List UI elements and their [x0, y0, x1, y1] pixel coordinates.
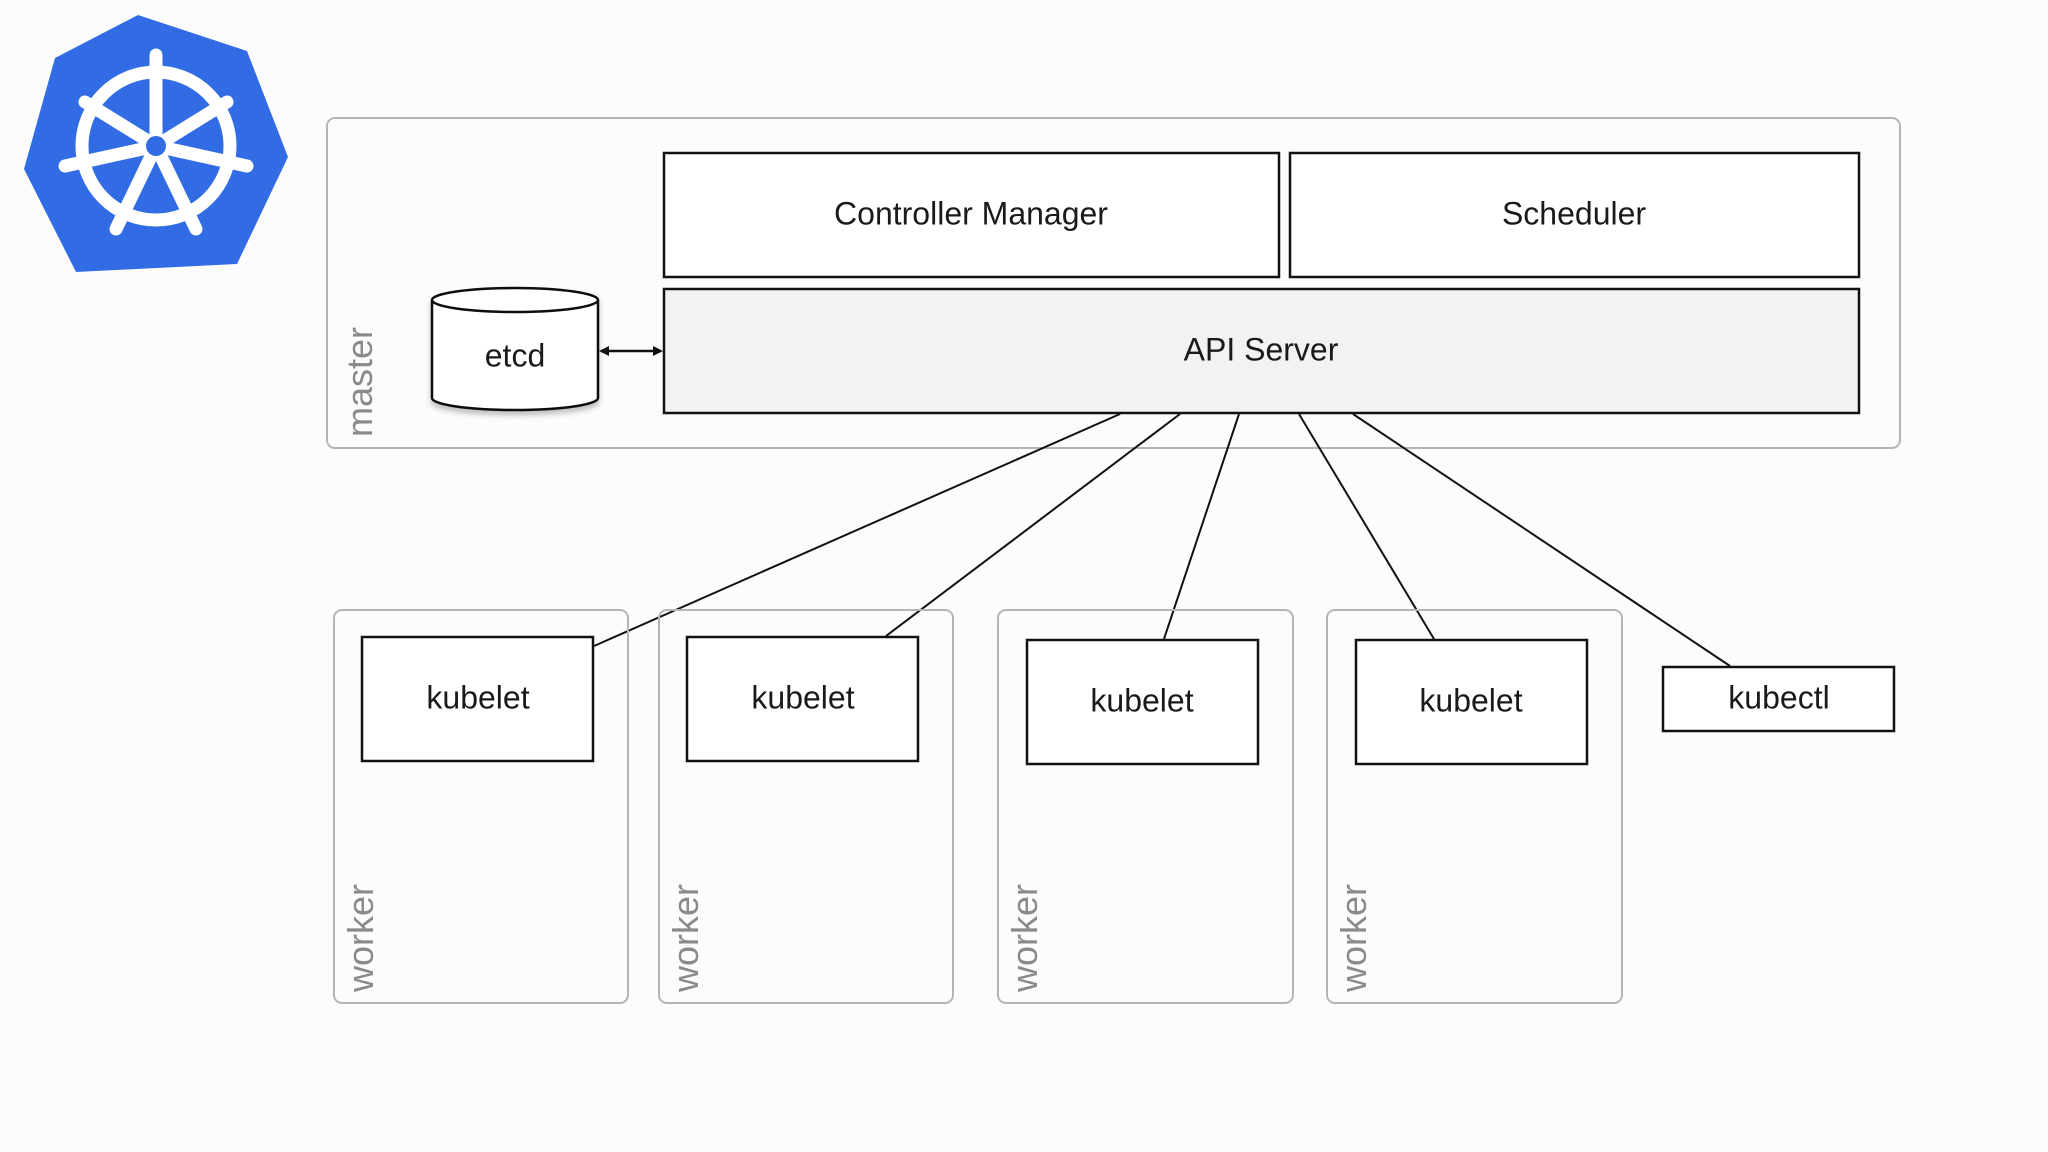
worker-node: worker kubelet: [997, 609, 1294, 1004]
database-icon: [430, 286, 600, 412]
kubelet-box: [360, 635, 595, 763]
worker-label: worker: [340, 884, 381, 993]
connection-line-worker-1: [593, 413, 1121, 647]
worker-node: worker kubelet: [658, 609, 954, 1004]
kubelet-label: kubelet: [426, 679, 529, 715]
kubernetes-helm-icon: [24, 15, 288, 272]
kubelet-box: [1025, 638, 1260, 766]
kubectl-box: kubectl: [1661, 665, 1896, 733]
worker-label: worker: [1004, 884, 1045, 993]
kubectl-label: kubectl: [1728, 679, 1829, 715]
kubelet-label: kubelet: [1090, 682, 1193, 718]
api-server-label: API Server: [1184, 331, 1339, 367]
scheduler-label: Scheduler: [1502, 195, 1646, 231]
controller-manager-label: Controller Manager: [834, 195, 1108, 231]
controller-manager-box: Controller Manager: [662, 151, 1281, 279]
api-server-box: API Server: [662, 287, 1861, 415]
kubelet-label: kubelet: [751, 679, 854, 715]
etcd-label: etcd: [485, 337, 545, 373]
scheduler-box: Scheduler: [1288, 151, 1861, 279]
kubelet-label: kubelet: [1419, 682, 1522, 718]
master-node: master: [326, 117, 1901, 449]
connection-line-worker-2: [885, 413, 1181, 637]
worker-node: worker kubelet: [1326, 609, 1623, 1004]
worker-label: worker: [665, 884, 706, 993]
connection-line-worker-4: [1298, 413, 1435, 640]
master-label: master: [339, 327, 380, 437]
worker-label: worker: [1333, 884, 1374, 993]
api-connections: [593, 413, 1731, 667]
kubelet-box: [1354, 638, 1589, 766]
kubelet-box: [685, 635, 920, 763]
connection-line-kubectl: [1352, 413, 1731, 667]
etcd-database: etcd: [430, 286, 600, 412]
connection-line-worker-3: [1163, 413, 1240, 640]
worker-node: worker kubelet: [333, 609, 629, 1004]
